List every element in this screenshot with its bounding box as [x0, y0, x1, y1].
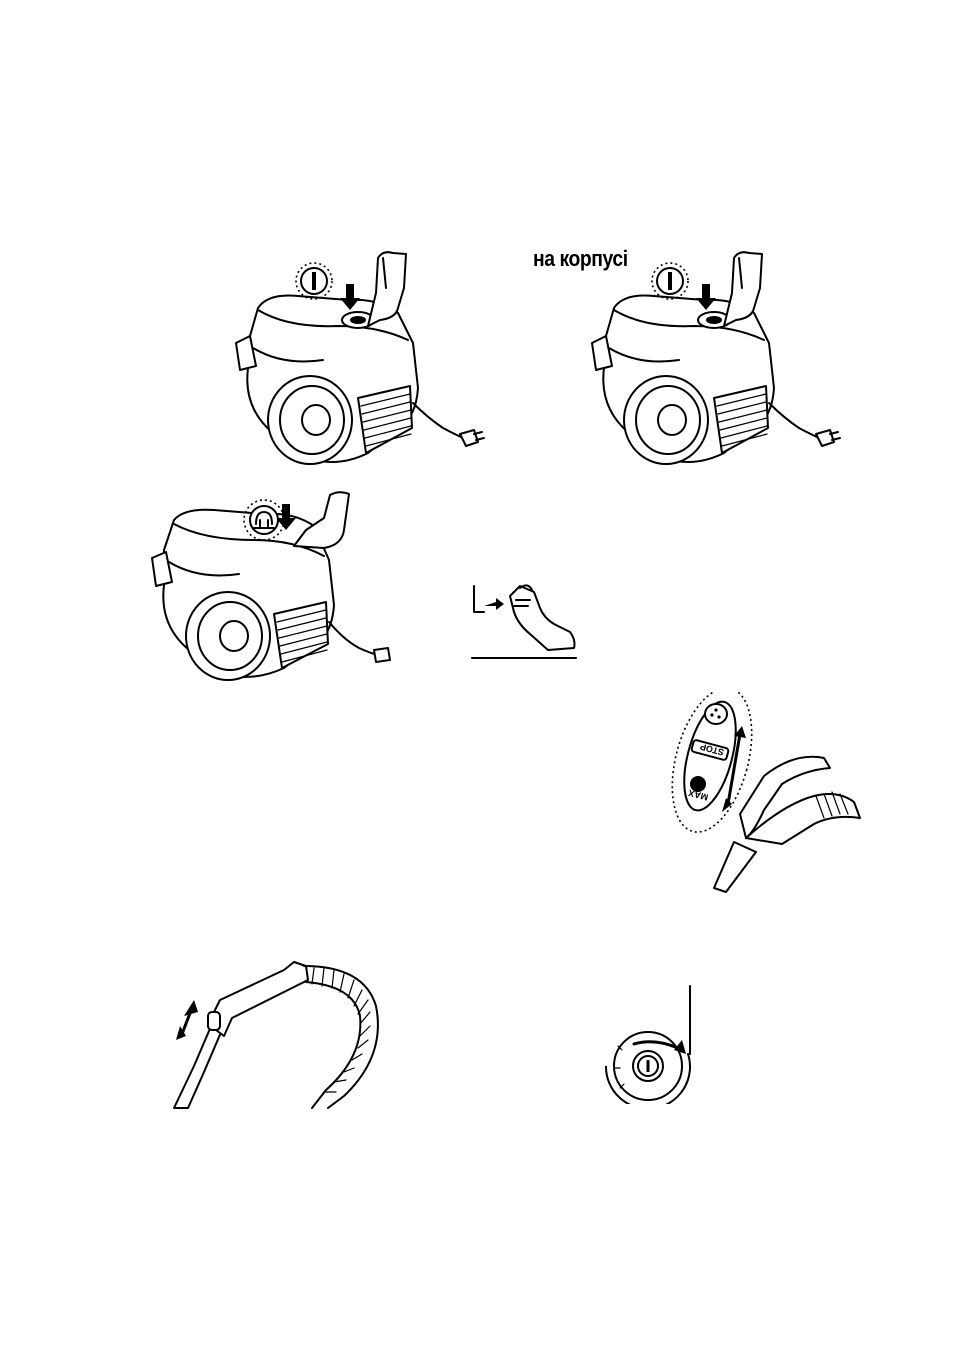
unplug-figure [470, 578, 580, 660]
vacuum-power-on-figure-right [584, 248, 844, 473]
vacuum-illustration [228, 248, 488, 473]
vacuum-illustration [584, 248, 844, 473]
vacuum-power-on-figure-left [228, 248, 488, 473]
telescopic-tube-figure [164, 956, 389, 1111]
vacuum-illustration [144, 490, 404, 690]
power-dial-figure [598, 984, 698, 1104]
dial-illustration [598, 984, 698, 1104]
plug-hand-illustration [470, 578, 580, 660]
tube-hose-illustration [164, 956, 389, 1111]
handle-illustration: STOP MAX [664, 692, 864, 896]
vacuum-cord-rewind-figure [144, 490, 404, 690]
handle-suction-control-figure: STOP MAX [664, 692, 864, 896]
